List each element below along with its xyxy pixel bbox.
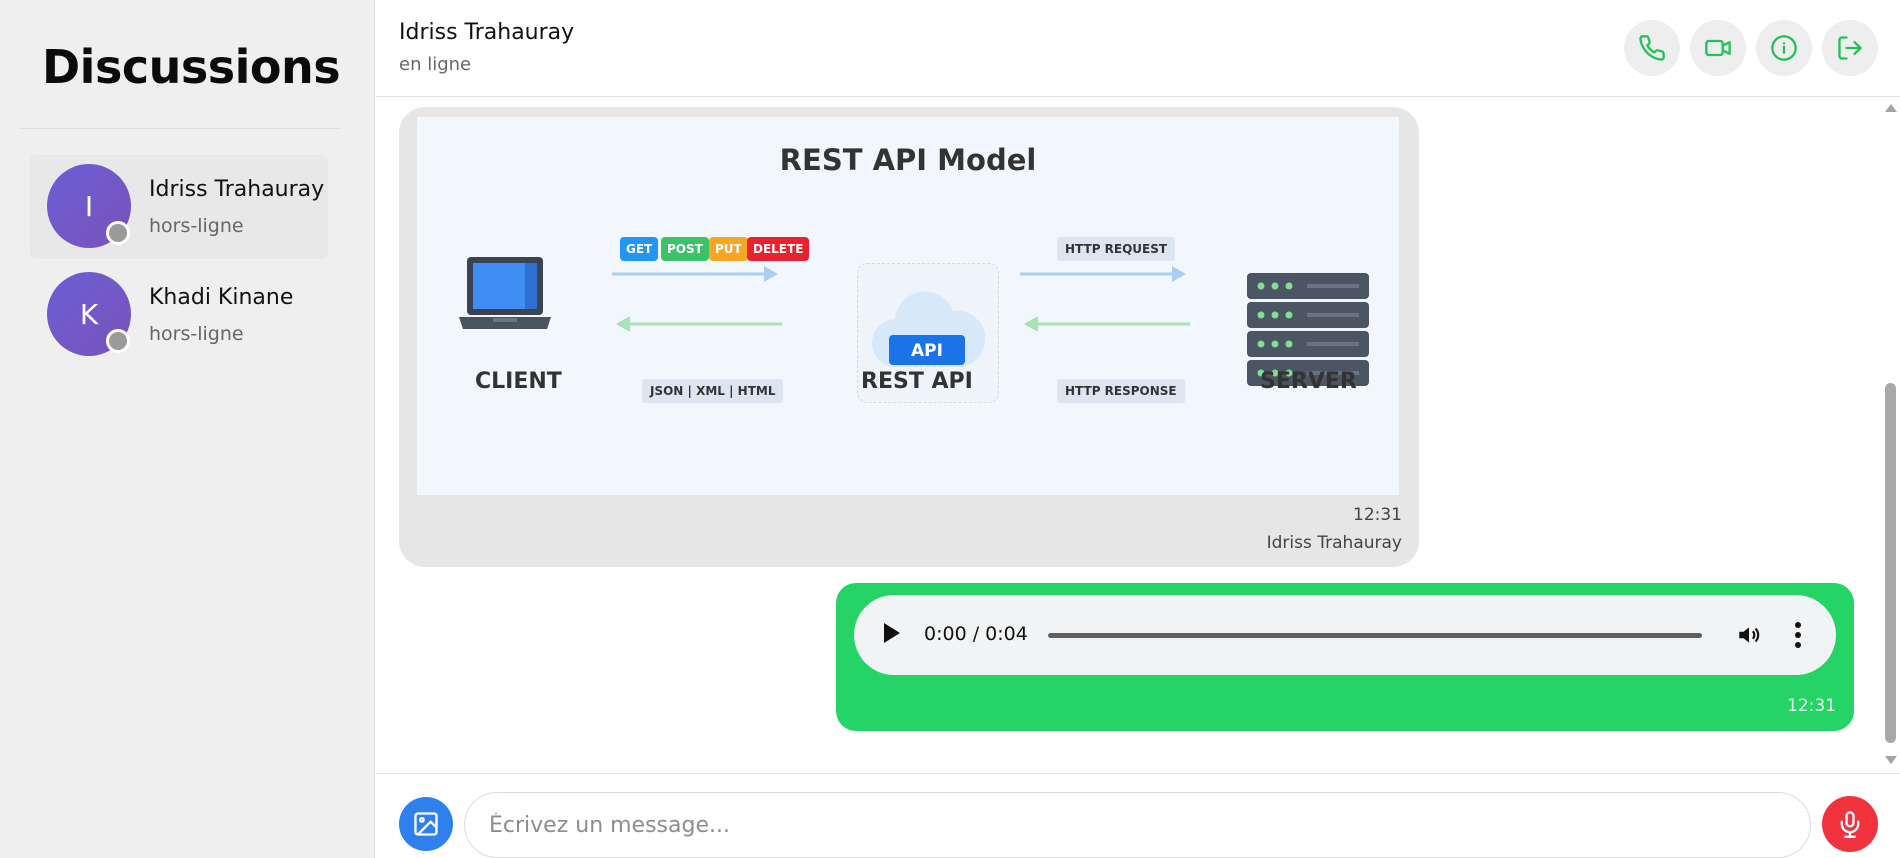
phone-icon [1639, 35, 1665, 61]
http-response-tag: HTTP RESPONSE [1057, 379, 1185, 403]
message-composer [376, 773, 1900, 858]
diagram-title: REST API Model [779, 143, 1037, 177]
laptop-icon [459, 257, 551, 329]
chat-contact-name: Idriss Trahauray [399, 20, 575, 45]
info-button[interactable] [1756, 20, 1812, 76]
message-input[interactable] [464, 792, 1811, 858]
method-post-pill: POST [661, 237, 709, 261]
avatar: I [47, 164, 131, 248]
contact-status: hors-ligne [149, 215, 244, 237]
message-image[interactable]: REST API Model CLIENT GET POST PUT DELET… [417, 117, 1399, 495]
logout-icon [1838, 36, 1862, 60]
call-button[interactable] [1624, 20, 1680, 76]
avatar-initial: I [84, 189, 94, 223]
audio-time: 0:00 / 0:04 [924, 623, 1028, 645]
video-icon [1705, 39, 1731, 57]
method-put-pill: PUT [709, 237, 748, 261]
volume-icon[interactable] [1736, 622, 1762, 648]
contact-item-idriss[interactable]: I Idriss Trahauray hors-ligne [30, 155, 328, 259]
message-time: 12:31 [1353, 505, 1402, 525]
more-options-icon[interactable] [1794, 620, 1802, 650]
incoming-message-bubble: REST API Model CLIENT GET POST PUT DELET… [399, 107, 1419, 567]
formats-tag: JSON | XML | HTML [642, 379, 784, 403]
method-get-pill: GET [620, 237, 659, 261]
record-voice-button[interactable] [1822, 796, 1878, 852]
cloud-icon [871, 291, 986, 368]
message-sender: Idriss Trahauray [1266, 533, 1402, 553]
contact-item-khadi[interactable]: K Khadi Kinane hors-ligne [30, 263, 328, 367]
offline-status-dot [106, 221, 130, 245]
contact-name: Khadi Kinane [149, 285, 294, 310]
sidebar-title: Discussions [42, 40, 341, 94]
attach-image-button[interactable] [399, 797, 453, 851]
offline-status-dot [106, 329, 130, 353]
method-delete-pill: DELETE [747, 237, 810, 261]
audio-player: 0:00 / 0:04 [854, 595, 1836, 675]
microphone-icon [1840, 811, 1860, 838]
avatar-initial: K [79, 297, 99, 331]
scroll-up-arrow-icon[interactable] [1885, 104, 1897, 112]
audio-progress-bar[interactable] [1048, 633, 1702, 638]
scroll-thumb[interactable] [1885, 383, 1896, 743]
contact-name: Idriss Trahauray [149, 177, 325, 202]
message-list[interactable]: REST API Model CLIENT GET POST PUT DELET… [376, 98, 1900, 772]
diagram-client-label: CLIENT [475, 369, 562, 394]
server-icon [1247, 273, 1369, 386]
sidebar-divider [20, 128, 340, 129]
info-icon [1771, 35, 1797, 61]
video-call-button[interactable] [1690, 20, 1746, 76]
contact-status: hors-ligne [149, 323, 244, 345]
chat-header: Idriss Trahauray en ligne [376, 0, 1900, 97]
logout-button[interactable] [1822, 20, 1878, 76]
message-scrollbar[interactable] [1881, 98, 1900, 772]
play-icon[interactable] [884, 623, 900, 643]
message-time: 12:31 [1787, 696, 1836, 716]
diagram-server-label: SERVER [1260, 369, 1357, 394]
chat-contact-status: en ligne [399, 54, 472, 75]
sidebar: Discussions I Idriss Trahauray hors-lign… [0, 0, 375, 858]
diagram-rest-api-label: REST API [861, 369, 973, 394]
http-request-tag: HTTP REQUEST [1057, 237, 1176, 261]
outgoing-message-bubble: 0:00 / 0:04 12:31 [836, 583, 1854, 731]
scroll-down-arrow-icon[interactable] [1885, 756, 1897, 764]
image-icon [414, 812, 438, 836]
flow-arrows [612, 266, 1190, 332]
api-badge: API [911, 341, 943, 361]
